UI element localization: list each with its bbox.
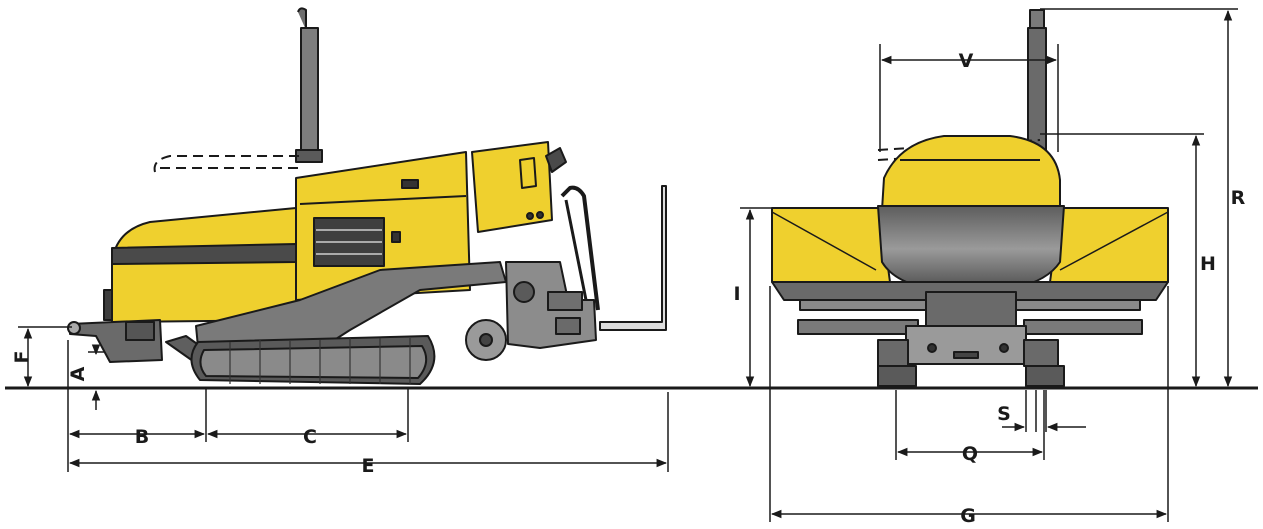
track-left-rear (877, 365, 917, 387)
step-platform (599, 185, 667, 331)
dim-label-a: A (67, 366, 89, 381)
dim-label-c: C (303, 426, 317, 448)
operator-console (471, 141, 553, 233)
handrail (560, 185, 600, 311)
engine-dome (881, 135, 1061, 211)
dim-label-g: G (960, 505, 976, 527)
dim-label-b: B (135, 426, 149, 448)
side-dimensions (18, 326, 669, 472)
dim-label-h: H (1200, 253, 1216, 275)
side-view (67, 7, 667, 385)
canopy-dashed (153, 155, 300, 173)
dim-label-r: R (1231, 187, 1246, 209)
dim-label-v: V (959, 50, 974, 72)
center-block (925, 291, 1017, 327)
hopper (111, 207, 301, 323)
track-right-rear (1025, 365, 1065, 387)
central-tank (877, 205, 1065, 293)
dim-label-q: Q (962, 443, 978, 465)
hopper-wing-right (1049, 207, 1169, 283)
rear-dimensions (740, 8, 1238, 522)
steering-wheel (545, 147, 567, 173)
rear-view (771, 9, 1169, 387)
dim-label-i: I (733, 283, 740, 305)
dim-label-e: E (362, 455, 375, 477)
dim-label-s: S (997, 403, 1011, 425)
dim-label-f: F (11, 351, 33, 364)
